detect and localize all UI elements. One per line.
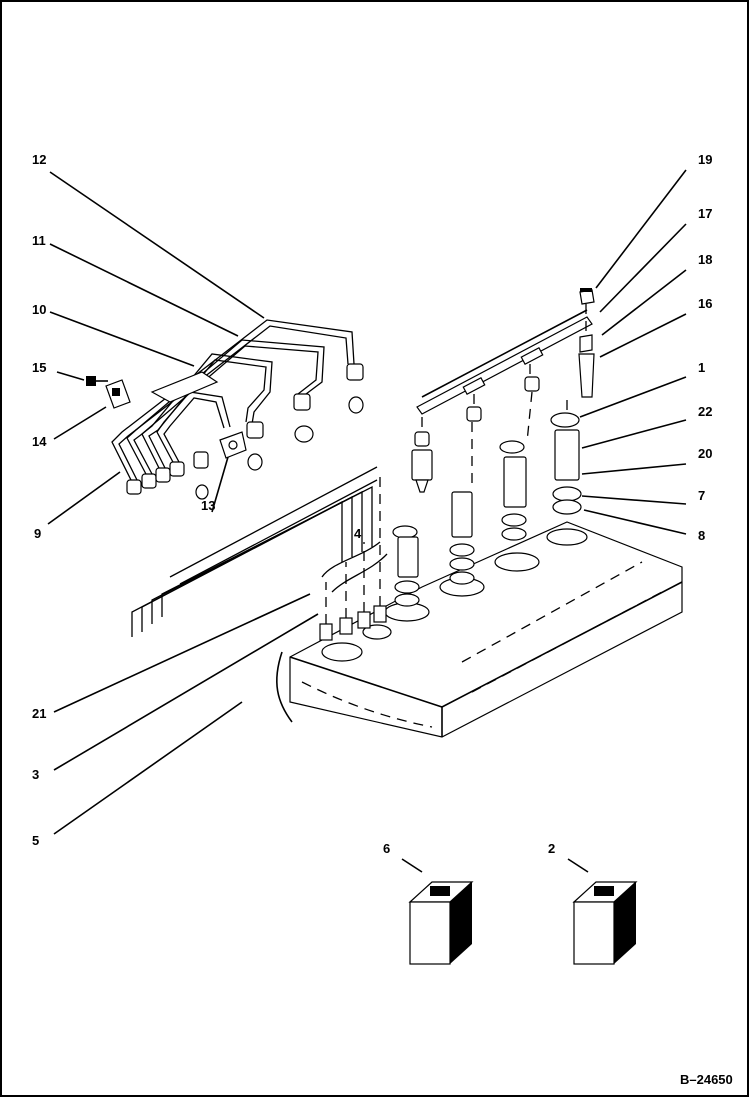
callout-3: 3	[32, 767, 39, 782]
engine-cylinder-head	[276, 521, 683, 738]
callout-20: 20	[698, 446, 712, 461]
callout-10: 10	[32, 302, 46, 317]
leader-lines	[47, 169, 687, 873]
callout-12: 12	[32, 152, 46, 167]
clamp-bolt-and-clamp	[86, 376, 131, 409]
callout-13: 13	[201, 498, 215, 513]
injection-pump-outlets	[319, 472, 387, 641]
callout-21: 21	[32, 706, 46, 721]
drawing-number: B–24650	[680, 1072, 733, 1087]
injector-nozzles	[392, 376, 582, 607]
callout-17: 17	[698, 206, 712, 221]
callout-18: 18	[698, 252, 712, 267]
callout-4: 4	[354, 526, 362, 541]
callout-16: 16	[698, 296, 712, 311]
callout-labels: 12 11 10 15 14 9 13 4 19 17 18 16 1 22 2…	[32, 152, 712, 856]
leak-off-pipe-assembly	[416, 288, 595, 432]
callout-1: 1	[698, 360, 705, 375]
callout-11: 11	[32, 233, 46, 248]
callout-6: 6	[383, 841, 390, 856]
sealant-box-2	[572, 881, 638, 965]
callout-22: 22	[698, 404, 712, 419]
callout-2: 2	[548, 841, 555, 856]
callout-8: 8	[698, 528, 705, 543]
upper-fuel-pipe-set	[111, 319, 364, 500]
callout-9: 9	[34, 526, 41, 541]
callout-15: 15	[32, 360, 46, 375]
callout-19: 19	[698, 152, 712, 167]
callout-5: 5	[32, 833, 39, 848]
fuel-injection-pipes-lower	[131, 466, 388, 637]
callout-7: 7	[698, 488, 705, 503]
sealant-box-6	[408, 881, 474, 965]
callout-14: 14	[32, 434, 47, 449]
